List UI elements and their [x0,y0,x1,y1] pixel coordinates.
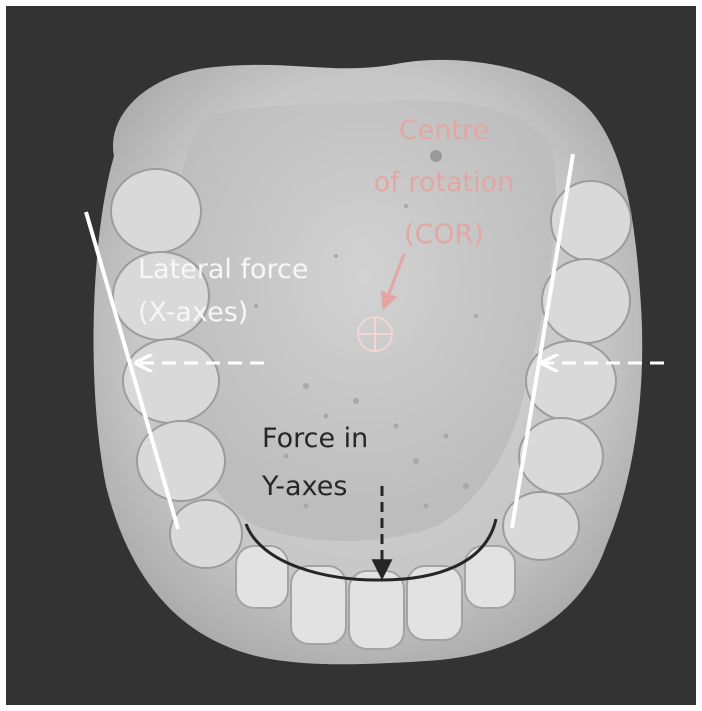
cor-label-line-3: (COR) [384,218,504,252]
tooth [123,339,219,423]
dental-cast-photo [6,6,696,705]
cor-symbol [358,317,392,351]
tooth [111,169,201,253]
cor-label-line-2: of rotation [364,166,524,200]
tooth [236,546,288,608]
lateral-force-label-line-1: Lateral force [138,253,309,287]
tooth [349,571,404,649]
lateral-force-label-line-2: (X-axes) [138,296,248,330]
tooth [170,500,242,568]
y-force-label-line-1: Force in [262,422,368,456]
y-force-label-line-2: Y-axes [262,470,347,504]
tooth [519,418,603,494]
cor-label-line-1: Centre [384,114,504,148]
